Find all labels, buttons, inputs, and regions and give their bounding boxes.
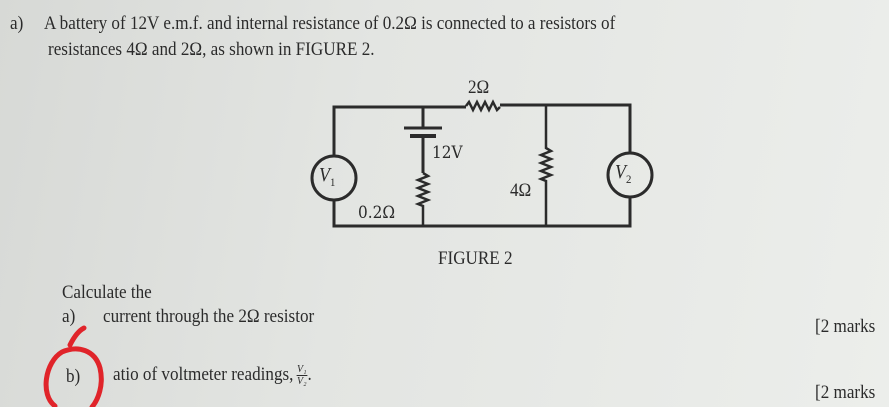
label-0-2ohm: 0.2Ω (358, 203, 396, 223)
label-2ohm: 2Ω (468, 77, 490, 98)
task-b-marks: [2 marks (815, 382, 876, 403)
task-b-label: b) (66, 366, 81, 387)
task-a-marks: [2 marks (815, 316, 876, 337)
voltmeter-v2 (606, 151, 654, 199)
task-a-label: a) (62, 306, 76, 327)
label-v1: V1 (319, 164, 336, 189)
resistor-4ohm (537, 105, 555, 226)
wire-bottom (332, 198, 632, 228)
question-label: a) (10, 13, 24, 34)
question-text-line1: A battery of 12V e.m.f. and internal res… (44, 13, 616, 34)
figure-caption: FIGURE 2 (438, 248, 513, 269)
label-12v: 12V (432, 143, 463, 163)
label-v2: V2 (615, 161, 632, 186)
question-text-line2: resistances 4Ω and 2Ω, as shown in FIGUR… (48, 39, 375, 60)
tasks-intro: Calculate the (62, 282, 152, 303)
resistor-internal (414, 171, 432, 226)
wire-top-right (500, 103, 632, 152)
red-circle-annotation (43, 325, 104, 407)
resistor-2ohm (465, 99, 501, 113)
task-a-text: current through the 2Ω resistor (103, 306, 315, 327)
label-4ohm: 4Ω (510, 180, 532, 201)
voltmeter-v1 (310, 154, 358, 202)
